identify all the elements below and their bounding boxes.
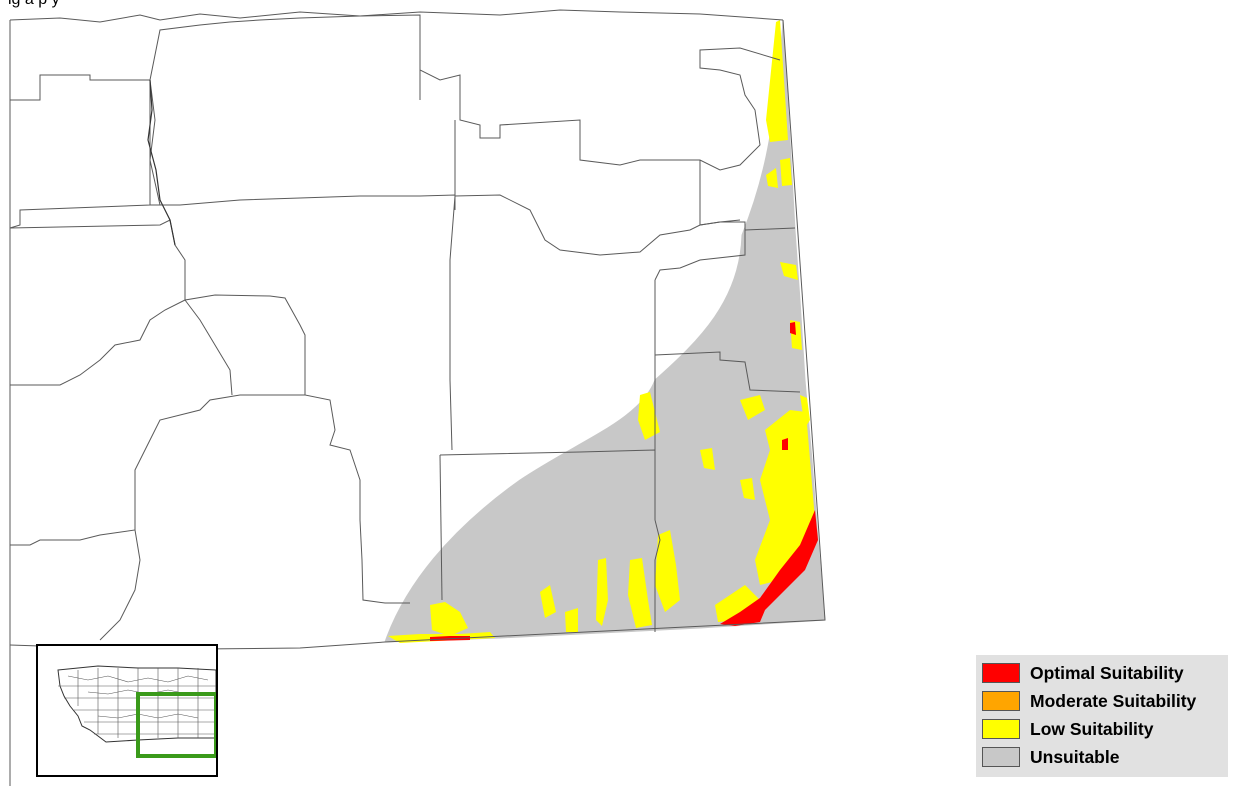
county-boundary xyxy=(384,19,826,643)
legend-swatch-low xyxy=(982,719,1020,739)
low-patch xyxy=(766,20,788,142)
low-patch xyxy=(766,168,778,188)
county-boundary xyxy=(184,299,233,396)
map-legend: Optimal Suitability Moderate Suitability… xyxy=(976,655,1228,777)
low-patch xyxy=(565,608,578,632)
inset-locator-map xyxy=(36,644,218,777)
low-suitability-patches xyxy=(388,20,815,643)
low-patch xyxy=(540,585,556,618)
unsuitable-habitat-region xyxy=(384,19,826,643)
legend-item-optimal: Optimal Suitability xyxy=(982,659,1228,687)
legend-swatch-moderate xyxy=(982,691,1020,711)
county-boundaries xyxy=(9,9,826,786)
county-boundary xyxy=(449,195,456,451)
low-patch xyxy=(800,395,810,428)
legend-label-moderate: Moderate Suitability xyxy=(1030,690,1197,711)
low-patch xyxy=(740,478,755,500)
low-patch xyxy=(700,448,715,470)
figure-caption-fragment: ig a p y xyxy=(8,0,60,9)
low-patch xyxy=(780,158,792,186)
legend-label-unsuitable: Unsuitable xyxy=(1030,746,1120,767)
legend-item-low: Low Suitability xyxy=(982,715,1228,743)
county-boundary xyxy=(654,230,746,281)
county-boundary xyxy=(699,160,741,226)
county-boundary xyxy=(150,194,456,210)
legend-label-optimal: Optimal Suitability xyxy=(1030,662,1184,683)
legend-swatch-unsuitable xyxy=(982,747,1020,767)
low-patch xyxy=(655,530,680,612)
low-patch xyxy=(596,558,608,626)
low-patch xyxy=(755,410,815,585)
county-boundary xyxy=(654,280,661,632)
low-patch xyxy=(780,262,798,280)
low-patch xyxy=(715,585,760,622)
county-boundary xyxy=(9,74,151,229)
county-boundary xyxy=(454,120,746,256)
county-boundary xyxy=(99,529,141,641)
county-boundary xyxy=(9,219,410,604)
optimal-patch xyxy=(790,322,796,335)
optimal-patch xyxy=(782,438,788,450)
county-boundary xyxy=(439,454,443,601)
legend-swatch-optimal xyxy=(982,663,1020,683)
low-patch xyxy=(628,558,652,628)
low-patch xyxy=(430,602,468,636)
county-boundary xyxy=(149,14,781,171)
county-boundary xyxy=(10,299,186,386)
county-boundary xyxy=(744,227,796,231)
river-boundary xyxy=(147,79,176,246)
inset-state-map xyxy=(57,665,218,758)
county-boundary xyxy=(10,394,305,546)
legend-label-low: Low Suitability xyxy=(1030,718,1154,739)
county-boundary xyxy=(9,9,784,23)
legend-item-moderate: Moderate Suitability xyxy=(982,687,1228,715)
legend-item-unsuitable: Unsuitable xyxy=(982,743,1228,771)
county-boundary xyxy=(654,351,801,393)
optimal-patch xyxy=(720,510,818,626)
low-patch xyxy=(740,395,765,420)
county-boundary xyxy=(149,79,161,206)
